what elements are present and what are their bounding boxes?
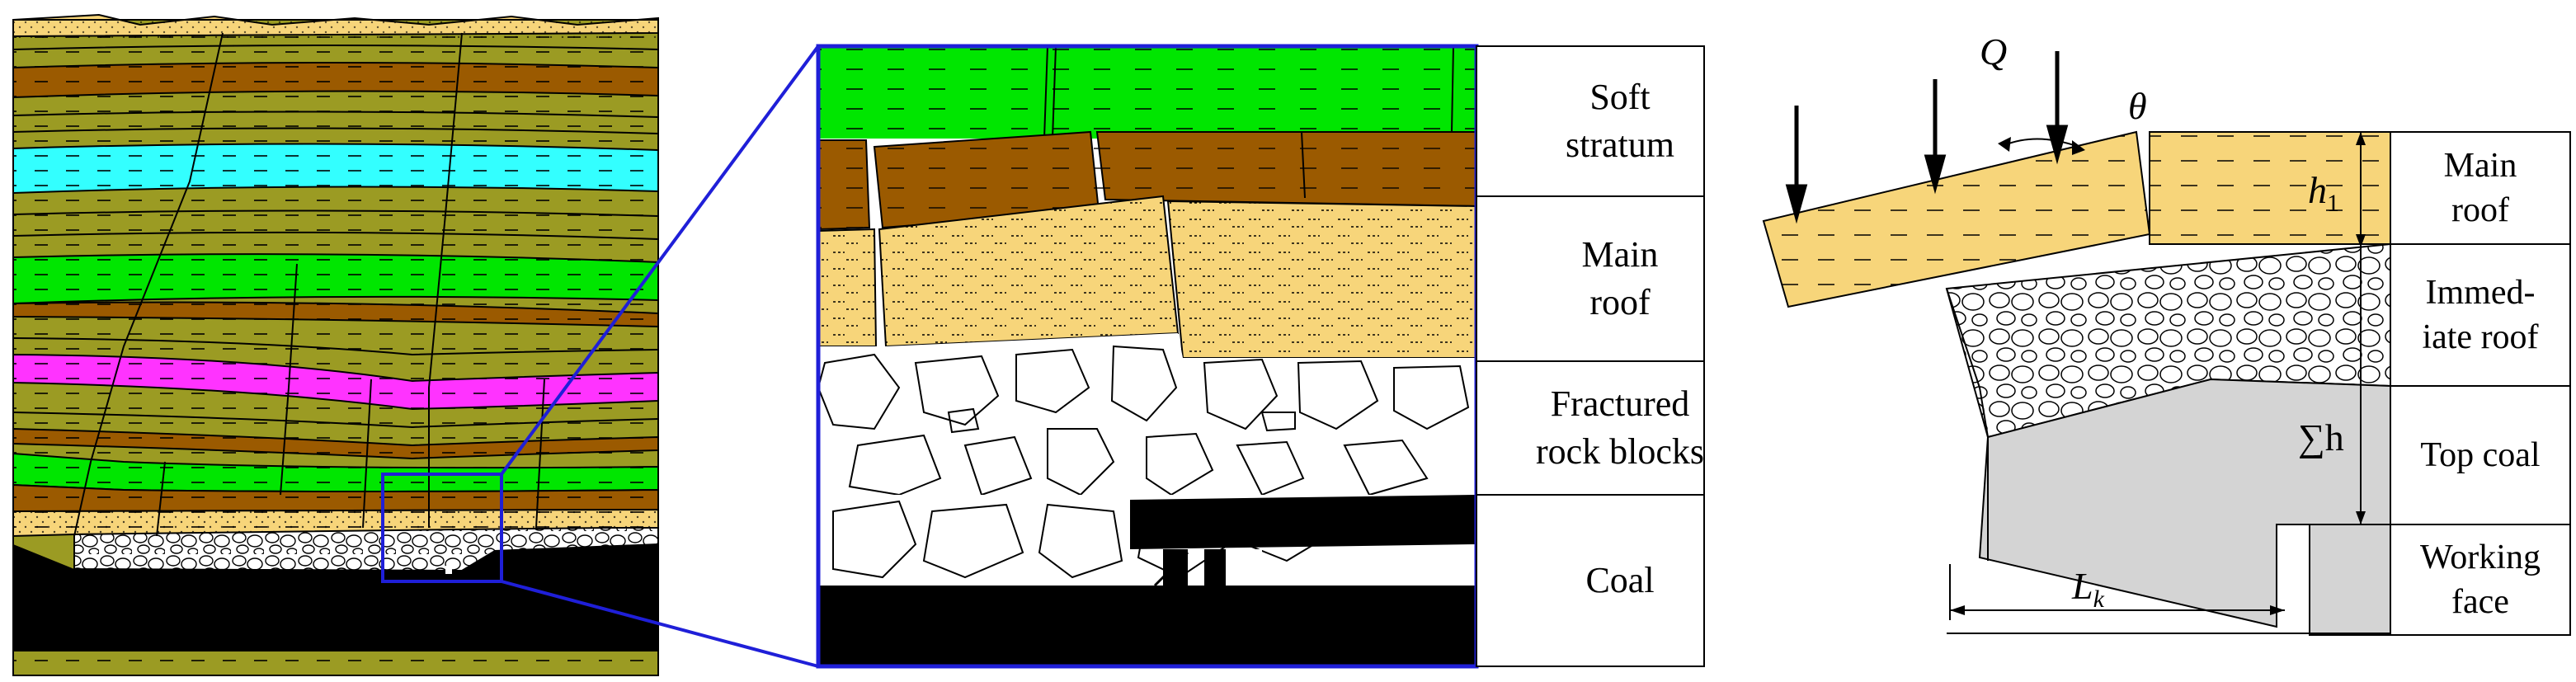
- label-coal: Coal: [1585, 560, 1655, 600]
- length-symbol-lk: Lk: [2072, 565, 2104, 614]
- strata-column-drawing: [12, 13, 659, 676]
- model-label-working-face: Working face: [2420, 539, 2541, 621]
- enlarged-view-drawing: [816, 44, 1705, 669]
- zoom-region-box: [381, 473, 503, 583]
- mechanical-model-drawing: [1762, 51, 2571, 636]
- strata-column-panel: [0, 0, 668, 682]
- label-fractured-rock-blocks: Fractured rock blocks: [1535, 383, 1705, 472]
- mechanical-model-panel: [1740, 0, 2576, 682]
- label-table: [1476, 45, 1705, 667]
- model-label-table: [2390, 131, 2571, 636]
- model-label-main-roof: Main roof: [2443, 147, 2517, 229]
- sum-height-symbol: ∑h: [2298, 416, 2344, 459]
- label-soft-stratum: Soft stratum: [1566, 77, 1674, 165]
- label-main-roof: Main roof: [1581, 234, 1659, 322]
- angle-symbol-theta: θ: [2128, 85, 2147, 127]
- enlarged-view-panel: [800, 0, 1740, 682]
- model-label-immediate-roof: Immed- iate roof: [2422, 274, 2539, 356]
- thickness-symbol-h1: h1: [2308, 169, 2339, 218]
- load-symbol-q: Q: [1980, 31, 2008, 73]
- model-label-top-coal: Top coal: [2420, 436, 2541, 474]
